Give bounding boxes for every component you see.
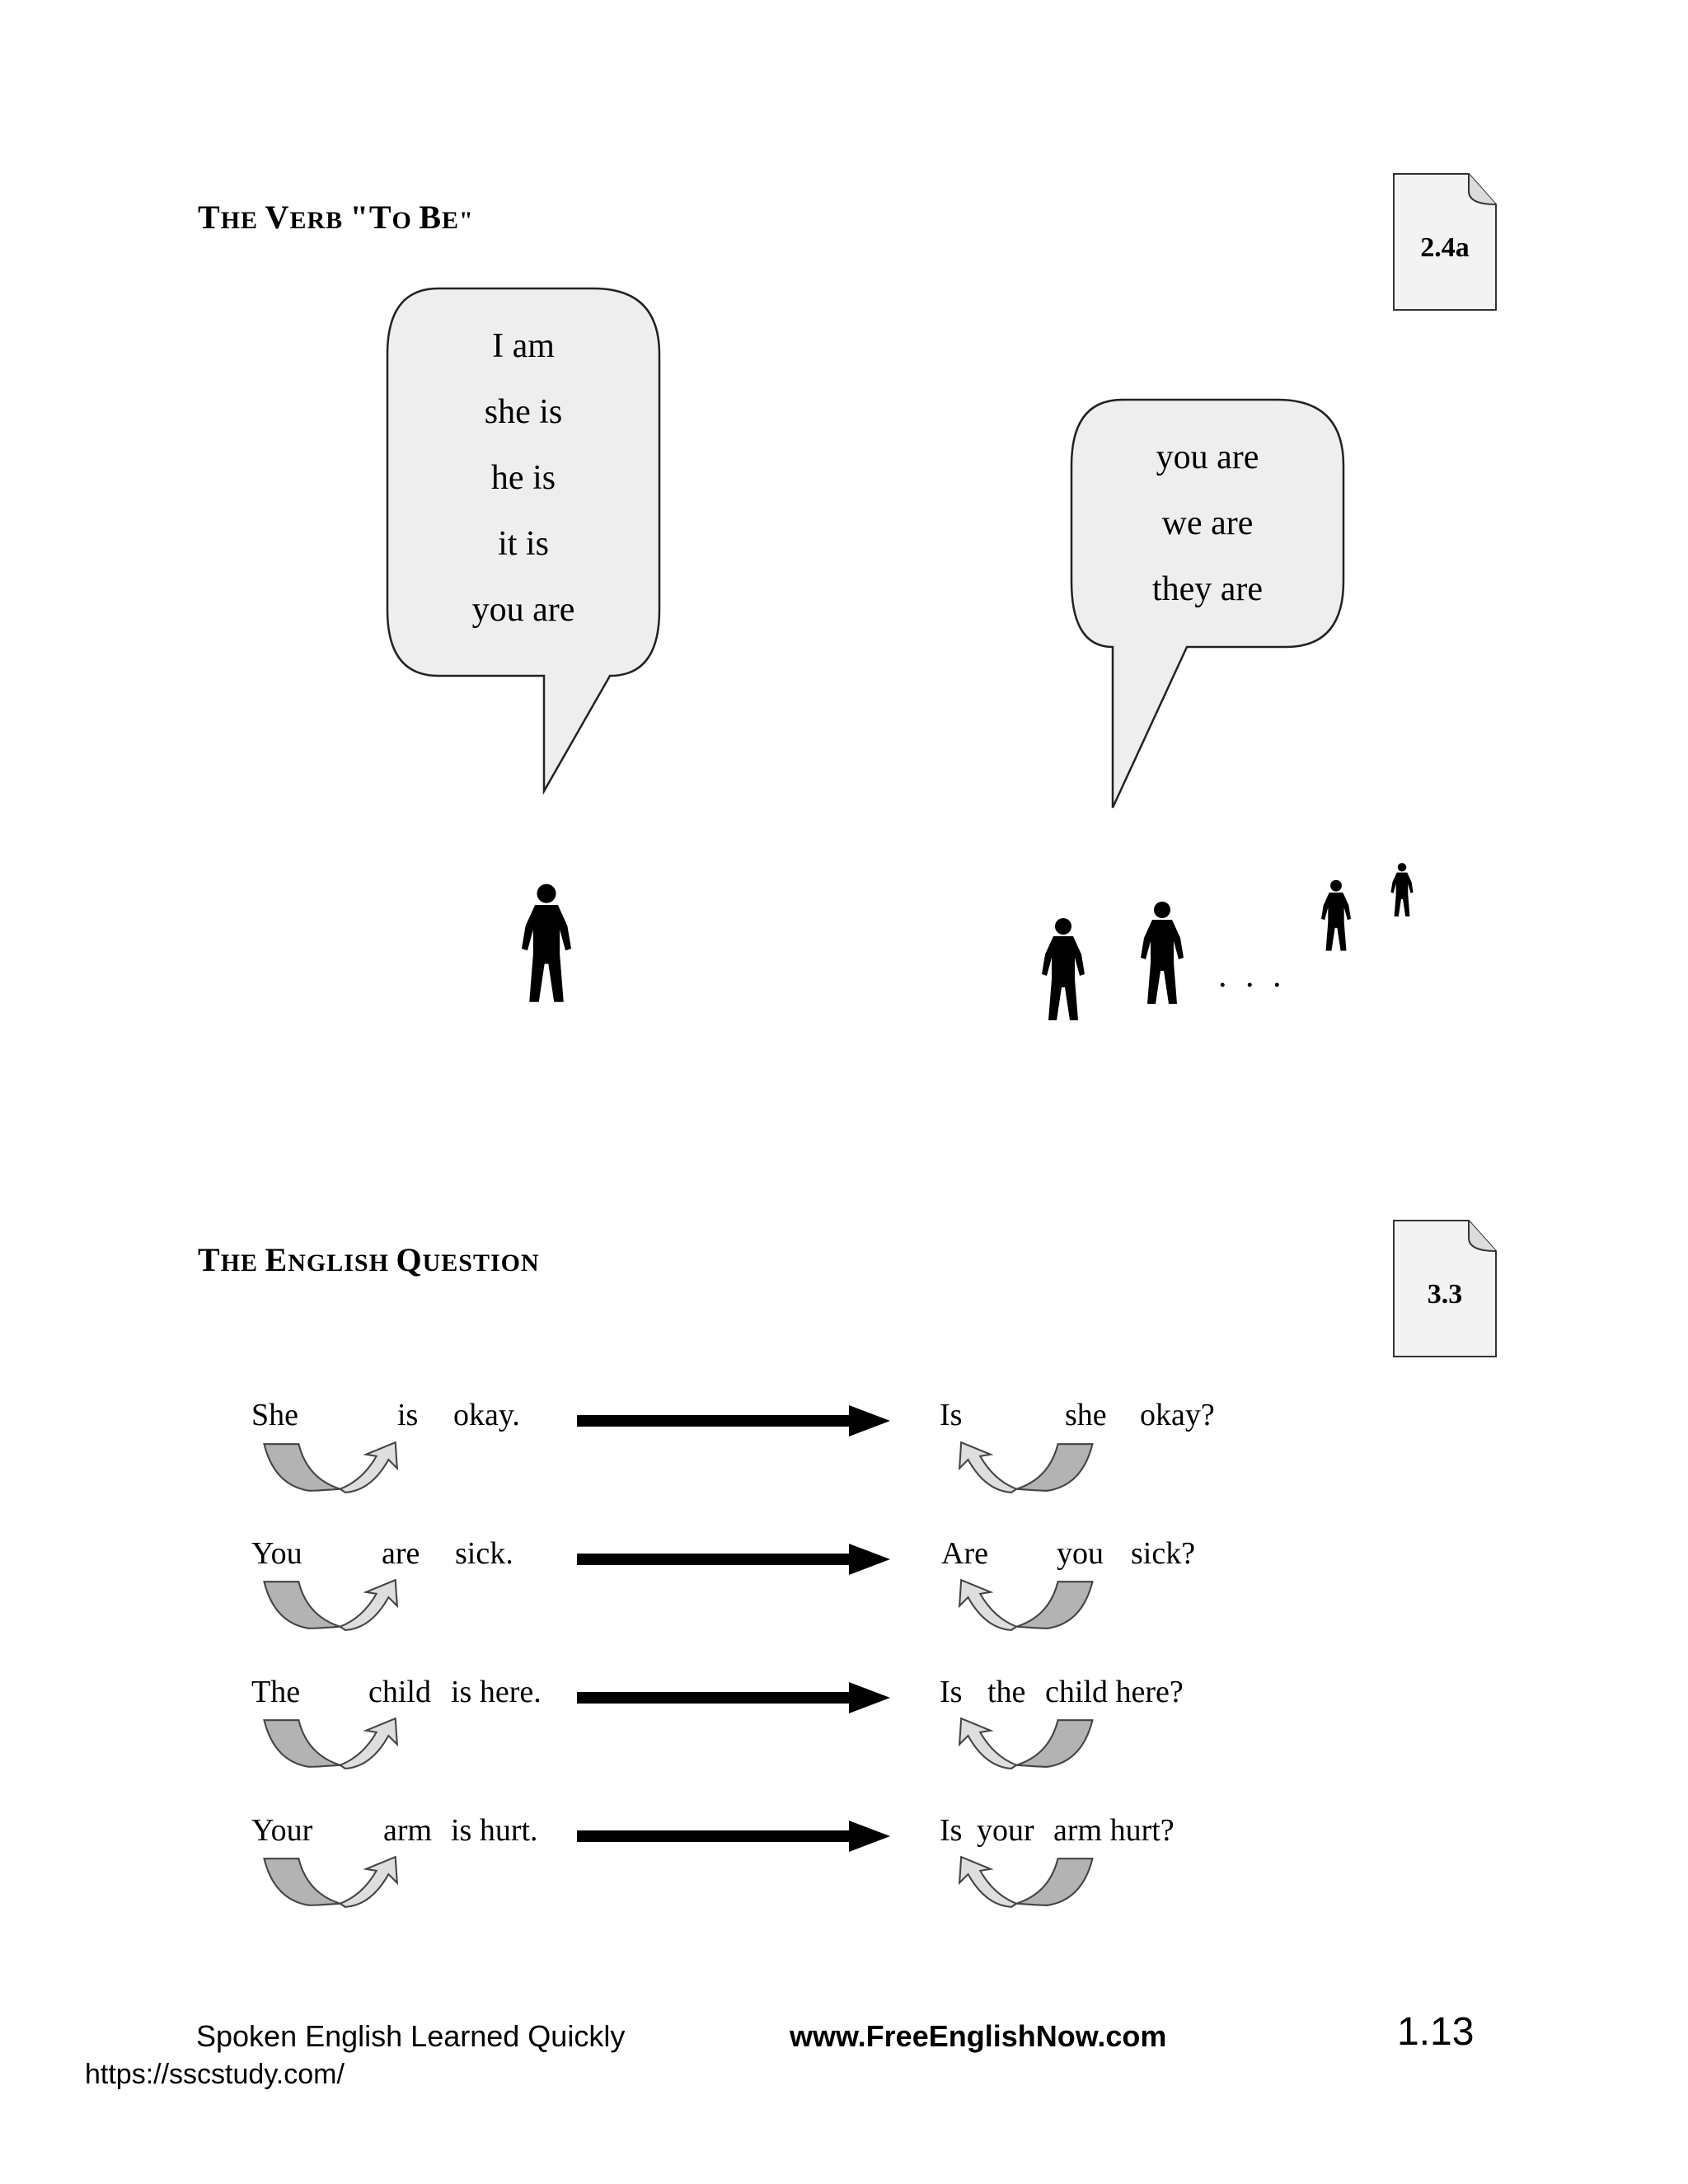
page-corner-icon <box>1393 1220 1497 1357</box>
person-icon <box>1042 918 1085 1020</box>
swap-arrows-icon <box>263 1579 398 1631</box>
title-cap: T <box>198 1241 221 1278</box>
title-smallcaps: E" <box>442 207 474 234</box>
question-subject: you <box>1057 1536 1104 1571</box>
lesson-badge-3-3: 3.3 <box>1393 1220 1497 1357</box>
pronoun-line: you are <box>1156 438 1259 476</box>
statement-verb: arm <box>383 1813 433 1848</box>
question-rest: sick? <box>1131 1536 1196 1571</box>
statement-rest: okay. <box>453 1398 520 1432</box>
title-smallcaps: HE <box>220 207 265 234</box>
section-title-english-question: THE ENGLISH QUESTION <box>198 1240 540 1279</box>
person-icon <box>522 883 571 1002</box>
title-cap: "T <box>349 199 392 236</box>
question-rest: child here? <box>1045 1675 1184 1709</box>
pronoun-line: I am <box>492 327 555 365</box>
title-cap: Q <box>396 1241 423 1278</box>
badge-label: 3.3 <box>1427 1279 1463 1310</box>
swap-arrows-icon <box>263 1856 398 1908</box>
person-icon <box>1321 879 1351 951</box>
pronoun-line: they are <box>1151 570 1264 608</box>
pronoun-line: it is <box>498 525 549 563</box>
title-cap: B <box>419 199 443 236</box>
person-icon <box>1390 863 1414 916</box>
statement-rest: sick. <box>455 1536 513 1571</box>
statement-rest: is here. <box>451 1675 542 1709</box>
swap-arrows-icon <box>263 1441 398 1493</box>
speech-bubble-singular <box>386 287 661 795</box>
statement-subject: Your <box>251 1813 313 1848</box>
page-corner-icon <box>1393 173 1497 311</box>
statement-verb: is <box>397 1398 419 1432</box>
pronoun-line: we are <box>1161 504 1254 542</box>
transform-arrow-icon <box>577 1821 890 1852</box>
title-smallcaps: NGLISH <box>288 1249 396 1277</box>
footer-book-title: Spoken English Learned Quickly <box>196 2019 626 2053</box>
swap-arrows-icon <box>959 1718 1094 1769</box>
question-rest: arm hurt? <box>1053 1813 1175 1848</box>
statement-subject: She <box>251 1398 298 1432</box>
footer-website-link[interactable]: www.FreeEnglishNow.com <box>790 2019 1167 2053</box>
swap-arrows-icon <box>959 1579 1094 1631</box>
title-smallcaps: ERB <box>289 207 350 234</box>
person-icon <box>1141 902 1184 1004</box>
statement-subject: You <box>251 1536 302 1571</box>
title-cap: T <box>198 199 221 236</box>
statement-rest: is hurt. <box>451 1813 538 1848</box>
footer-source-url[interactable]: https://sscstudy.com/ <box>85 2059 345 2090</box>
title-smallcaps: HE <box>220 1249 265 1277</box>
question-verb: Is <box>940 1398 963 1432</box>
statement-verb: child <box>368 1675 431 1709</box>
badge-label: 2.4a <box>1420 232 1470 263</box>
question-verb: Is <box>940 1813 963 1848</box>
speech-bubble-plural <box>1070 398 1345 808</box>
pronoun-line: you are <box>471 591 575 629</box>
title-smallcaps: O <box>392 207 420 234</box>
transform-arrow-icon <box>577 1682 890 1713</box>
title-cap: E <box>265 1241 288 1278</box>
question-subject: your <box>977 1813 1034 1848</box>
title-smallcaps: UESTION <box>422 1249 540 1277</box>
title-cap: V <box>265 199 290 236</box>
swap-arrows-icon <box>959 1441 1094 1493</box>
transform-arrow-icon <box>577 1405 890 1436</box>
bubble-singular-lines: I am she is he is it is you are <box>387 313 659 643</box>
statement-verb: are <box>382 1536 420 1571</box>
section-title-verb-to-be: THE VERB "TO BE" <box>198 198 474 237</box>
footer-page-number: 1.13 <box>1397 2010 1475 2054</box>
question-subject: she <box>1065 1398 1107 1432</box>
question-verb: Is <box>940 1675 963 1709</box>
question-rest: okay? <box>1140 1398 1215 1432</box>
lesson-badge-2-4a: 2.4a <box>1393 173 1497 311</box>
pronoun-line: he is <box>490 459 556 497</box>
swap-arrows-icon <box>263 1718 398 1769</box>
statement-subject: The <box>251 1675 301 1709</box>
question-verb: Are <box>941 1536 988 1571</box>
swap-arrows-icon <box>959 1856 1094 1908</box>
ellipsis: . . . <box>1218 957 1287 995</box>
transform-arrow-icon <box>577 1544 890 1575</box>
pronoun-line: she is <box>484 393 563 431</box>
question-subject: the <box>987 1675 1026 1709</box>
bubble-plural-lines: you are we are they are <box>1071 424 1343 622</box>
